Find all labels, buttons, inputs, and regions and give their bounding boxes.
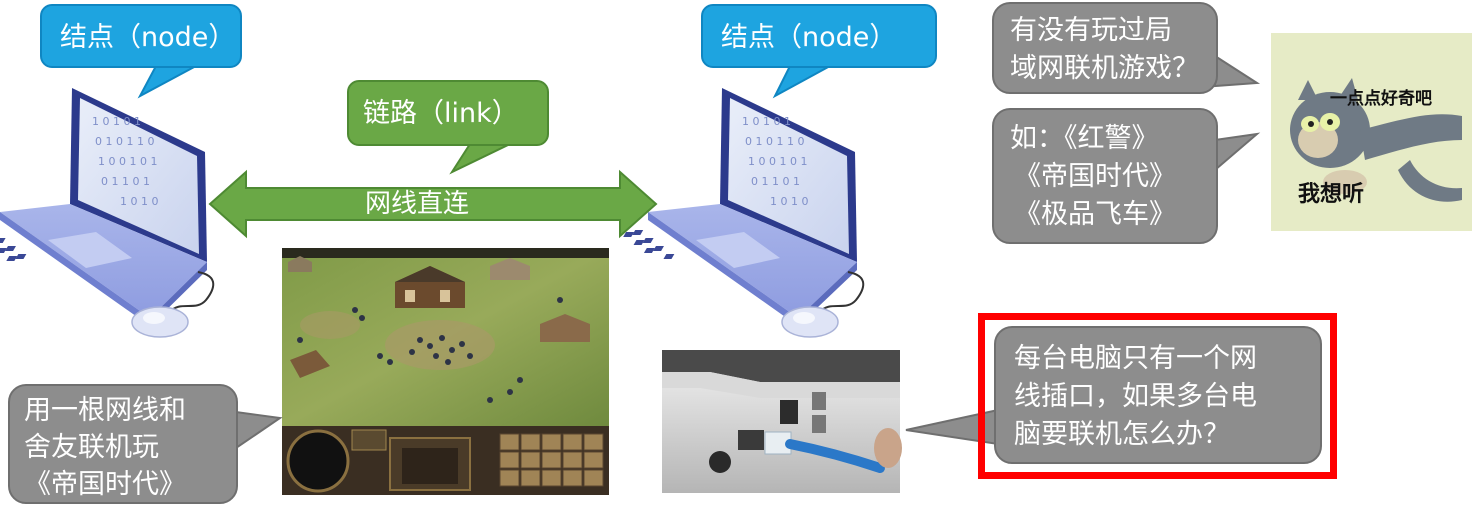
game-example-2: 《帝国时代》 (1014, 161, 1176, 192)
dorm-play-line-3: 《帝国时代》 (24, 469, 186, 500)
game-example-1: 如：《红警》 (1010, 123, 1159, 154)
game-screenshot-image (282, 248, 609, 495)
lan-question-line-1: 有没有玩过局 (1010, 15, 1172, 46)
svg-text:0 1 1 0 1: 0 1 1 0 1 (101, 175, 150, 188)
dorm-play-callout: 用一根网线和 舍友联机玩 《帝国时代》 (8, 384, 238, 504)
cable-label: 网线直连 (365, 189, 470, 219)
lan-question-line-2: 域网联机游戏？ (1010, 53, 1199, 84)
tom-cat-meme-image (1271, 33, 1472, 231)
svg-text:1 0 0 1 0 1: 1 0 0 1 0 1 (98, 155, 157, 168)
meme-top-caption: 一点点好奇吧 (1330, 89, 1432, 109)
game-examples-callout: 如：《红警》 《帝国时代》 《极品飞车》 (992, 108, 1218, 244)
node-left-label: 结点（node） (60, 22, 236, 53)
svg-text:0 1 0 1 1 0: 0 1 0 1 1 0 (95, 135, 154, 148)
multi-pc-question-callout: 每台电脑只有一个网 线插口，如果多台电 脑要联机怎么办？ (994, 326, 1322, 464)
svg-text:0 1 0 1 1 0: 0 1 0 1 1 0 (745, 135, 804, 148)
link-callout: 链路（link） (347, 80, 549, 146)
node-left-callout: 结点（node） (40, 4, 242, 68)
svg-text:1 0 1 0: 1 0 1 0 (120, 195, 158, 208)
games-tail (1214, 132, 1261, 173)
multi-pc-line-3: 脑要联机怎么办？ (1014, 419, 1230, 450)
svg-text:1 0 0 1 0 1: 1 0 0 1 0 1 (748, 155, 807, 168)
node-left-tail (137, 65, 197, 99)
game-example-3: 《极品飞车》 (1014, 199, 1176, 230)
multi-pc-line-2: 线插口，如果多台电 (1014, 381, 1257, 412)
dorm-play-line-1: 用一根网线和 (24, 395, 186, 426)
highlight-red-frame (978, 313, 1337, 479)
multi-pc-line-1: 每台电脑只有一个网 (1014, 343, 1257, 374)
node-right-tail (772, 65, 831, 99)
dorm-tail (235, 410, 283, 450)
lan-question-callout: 有没有玩过局 域网联机游戏？ (992, 2, 1218, 94)
ethernet-port-photo (662, 350, 902, 493)
laptop-left-icon: 1 0 1 0 1 0 1 0 1 1 0 1 0 0 1 0 1 0 1 1 … (0, 88, 207, 326)
node-right-label: 结点（node） (721, 22, 897, 53)
link-double-arrow (208, 169, 658, 239)
dorm-play-line-2: 舍友联机玩 (24, 432, 159, 463)
svg-text:1 0 1 0 1: 1 0 1 0 1 (742, 115, 791, 128)
mouse-right-icon (781, 271, 865, 338)
laptop-right-icon: 1 0 1 0 1 0 1 0 1 1 0 1 0 0 1 0 1 0 1 1 … (621, 88, 857, 326)
mouse-left-icon (131, 271, 215, 338)
svg-text:1 0 1 0 1: 1 0 1 0 1 (92, 115, 141, 128)
svg-text:1 0 1 0: 1 0 1 0 (770, 195, 808, 208)
node-right-callout: 结点（node） (701, 4, 937, 68)
cable-label-box: 网线直连 (365, 186, 505, 222)
meme-bottom-caption: 我想听 (1298, 182, 1365, 207)
svg-text:0 1 1 0 1: 0 1 1 0 1 (751, 175, 800, 188)
link-label: 链路（link） (363, 98, 519, 129)
link-tail (449, 143, 511, 175)
question-tail (1214, 54, 1261, 88)
